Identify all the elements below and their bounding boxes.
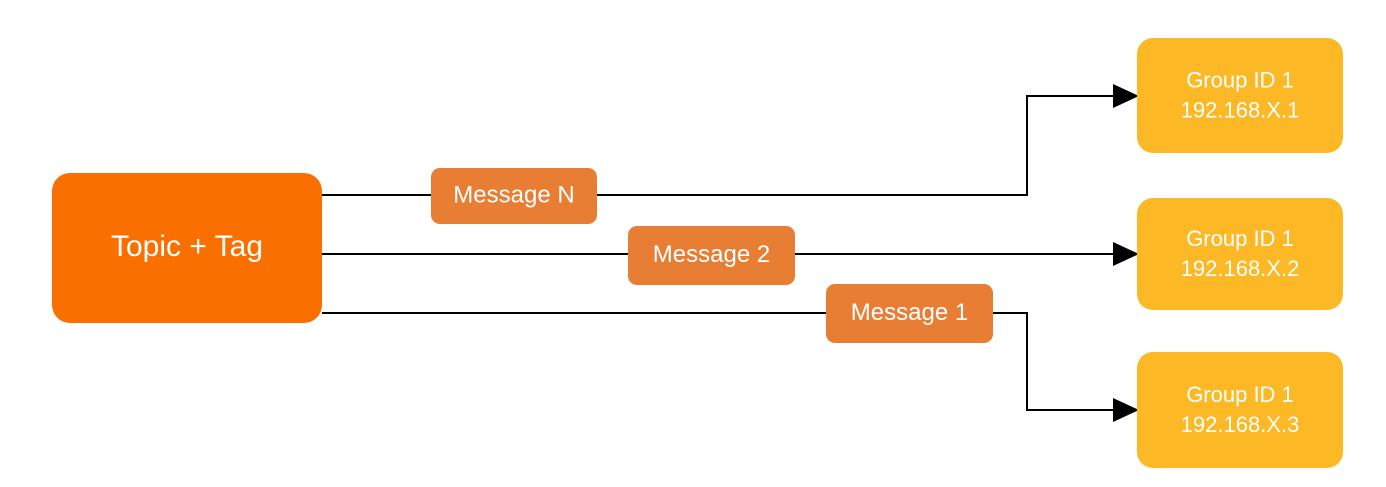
group-1-label-line2: 192.168.X.1: [1181, 97, 1300, 122]
connector-layer: [322, 95, 1113, 411]
group-1-label-line1: Group ID 1: [1186, 67, 1294, 92]
arrow-head-layer: [1113, 84, 1139, 422]
message-2-label: Message 2: [653, 241, 770, 268]
group-1-box[interactable]: [1137, 38, 1343, 153]
topic-tag-label: Topic + Tag: [111, 230, 263, 263]
arrow-head-icon-group-2: [1113, 242, 1139, 266]
message-1-label: Message 1: [851, 299, 968, 326]
arrow-head-icon-group-1: [1113, 84, 1139, 108]
message-n-box[interactable]: [431, 168, 597, 224]
node-group-2[interactable]: Group ID 1 192.168.X.2: [1137, 198, 1343, 310]
connector-message-n-to-group-1: [597, 95, 1113, 196]
node-message-n[interactable]: Message N: [431, 168, 597, 224]
message-1-box[interactable]: [826, 284, 993, 343]
arrow-head-icon-group-3: [1113, 398, 1139, 422]
group-2-label-line2: 192.168.X.2: [1181, 256, 1300, 281]
message-n-label: Message N: [453, 181, 574, 208]
group-2-box[interactable]: [1137, 198, 1343, 310]
node-topic-tag[interactable]: Topic + Tag: [52, 173, 322, 323]
node-group-3[interactable]: Group ID 1 192.168.X.3: [1137, 352, 1343, 468]
node-group-1[interactable]: Group ID 1 192.168.X.1: [1137, 38, 1343, 153]
topic-tag-box[interactable]: [52, 173, 322, 323]
group-3-box[interactable]: [1137, 352, 1343, 468]
node-message-1[interactable]: Message 1: [826, 284, 993, 343]
group-3-label-line1: Group ID 1: [1186, 382, 1294, 407]
message-2-box[interactable]: [628, 226, 795, 285]
connector-message-1-to-group-3: [993, 312, 1113, 411]
group-2-label-line1: Group ID 1: [1186, 226, 1294, 251]
node-message-2[interactable]: Message 2: [628, 226, 795, 285]
group-3-label-line2: 192.168.X.3: [1181, 412, 1300, 437]
